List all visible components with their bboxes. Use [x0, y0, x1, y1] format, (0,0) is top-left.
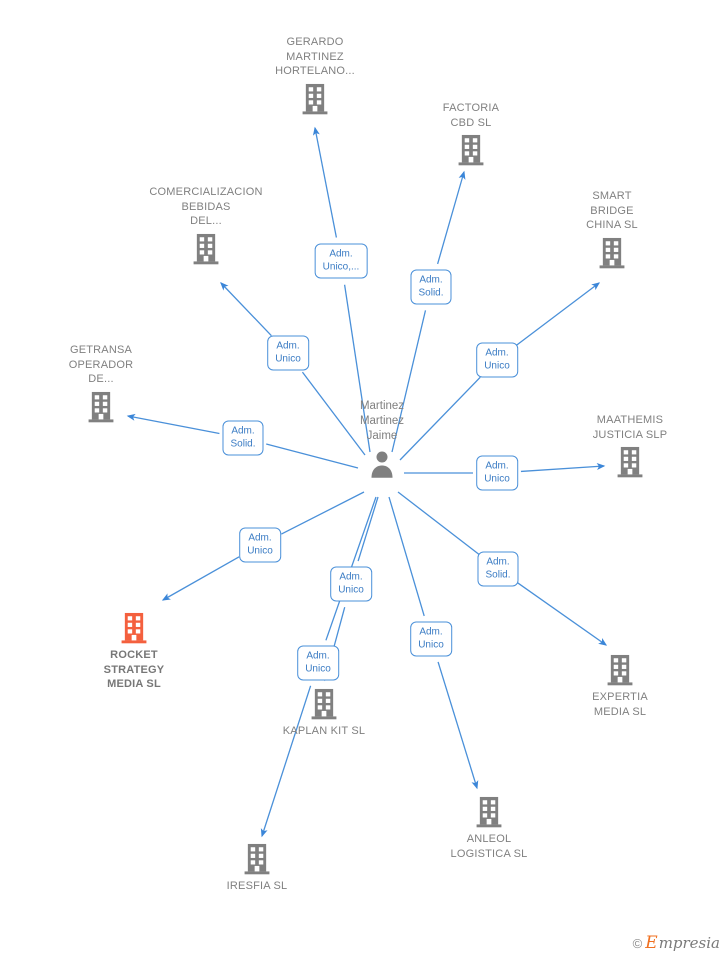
building-icon	[607, 654, 633, 686]
building-icon	[311, 688, 337, 720]
company-node-label: ANLEOL LOGISTICA SL	[450, 833, 528, 860]
company-node-gerardo-martinez-hortelano[interactable]: GERARDO MARTINEZ HORTELANO...	[240, 35, 390, 116]
edge-line	[436, 170, 466, 265]
edge-label-edge-iresfia[interactable]: Adm. Unico	[297, 645, 339, 681]
brand-initial: E	[645, 933, 658, 953]
edge-label-edge-smartbridge[interactable]: Adm. Unico	[476, 342, 518, 378]
edge-label-edge-anleol[interactable]: Adm. Unico	[410, 621, 452, 657]
edge-label-edge-getransa[interactable]: Adm. Solid.	[222, 420, 264, 456]
company-node-rocket-strategy-media-sl[interactable]: ROCKET STRATEGY MEDIA SL	[59, 611, 209, 692]
center-person-label: Martinez Martinez Jaime	[359, 400, 405, 442]
company-node-label: EXPERTIA MEDIA SL	[592, 691, 648, 718]
company-node-label: GETRANSA OPERADOR DE...	[68, 344, 134, 385]
building-icon	[476, 796, 502, 828]
edge-line	[343, 284, 371, 453]
company-node-icon-wrap	[472, 795, 506, 829]
company-node-kaplan-kit-sl[interactable]: KAPLAN KIT SL	[249, 687, 399, 739]
company-node-label: GERARDO MARTINEZ HORTELANO...	[275, 36, 355, 77]
company-node-label: KAPLAN KIT SL	[282, 725, 366, 737]
building-icon	[193, 233, 219, 264]
company-node-icon-wrap	[603, 653, 637, 687]
company-node-label: FACTORIA CBD SL	[442, 102, 500, 129]
edge-label-edge-comercializacion[interactable]: Adm. Unico	[267, 335, 309, 371]
edge-line	[520, 462, 606, 473]
company-node-icon-wrap	[240, 842, 274, 876]
building-icon	[458, 134, 484, 166]
center-person-node[interactable]: Martinez Martinez Jaime	[297, 399, 467, 479]
company-node-icon-wrap	[189, 232, 223, 266]
company-node-label: MAATHEMIS JUSTICIA SLP	[592, 414, 668, 441]
edge-line	[388, 496, 425, 617]
edge-label-edge-maathemis[interactable]: Adm. Unico	[476, 455, 518, 491]
edge-line	[281, 491, 365, 535]
company-node-maathemis-justicia-slp[interactable]: MAATHEMIS JUSTICIA SLP	[555, 413, 705, 479]
company-node-icon-wrap	[595, 236, 629, 270]
company-node-comercializacion-bebidas-del[interactable]: COMERCIALIZACION BEBIDAS DEL...	[131, 185, 281, 266]
company-node-icon-wrap	[298, 82, 332, 116]
building-icon	[121, 612, 147, 644]
edge-line	[312, 126, 338, 238]
edge-line	[260, 685, 312, 838]
edge-line	[437, 661, 479, 790]
company-node-factoria-cbd-sl[interactable]: FACTORIA CBD SL	[396, 101, 546, 167]
company-node-label: IRESFIA SL	[226, 880, 288, 892]
building-icon	[599, 237, 625, 268]
building-icon	[617, 446, 643, 478]
edge-line	[266, 443, 359, 469]
edge-label-edge-factoria[interactable]: Adm. Solid.	[410, 269, 452, 305]
company-node-expertia-media-sl[interactable]: EXPERTIA MEDIA SL	[545, 653, 695, 719]
edge-line	[161, 556, 240, 601]
company-node-iresfia-sl[interactable]: IRESFIA SL	[182, 842, 332, 894]
person-icon	[371, 451, 393, 478]
company-node-icon-wrap	[307, 687, 341, 721]
copyright-symbol: ©	[632, 936, 643, 951]
company-node-icon-wrap	[117, 611, 151, 645]
edge-line	[515, 282, 601, 347]
edge-line	[397, 491, 480, 555]
edge-line	[391, 310, 427, 453]
company-node-icon-wrap	[84, 390, 118, 424]
edge-line	[220, 282, 272, 337]
edge-label-edge-gerardo[interactable]: Adm. Unico,...	[314, 243, 368, 279]
company-node-label: COMERCIALIZACION BEBIDAS DEL...	[149, 186, 263, 227]
company-node-label: SMART BRIDGE CHINA SL	[586, 190, 638, 231]
watermark: © E mpresia	[633, 935, 720, 952]
company-node-label: ROCKET STRATEGY MEDIA SL	[103, 649, 165, 690]
company-node-icon-wrap	[613, 445, 647, 479]
edge-line	[357, 496, 379, 562]
brand-name: mpresia	[658, 934, 720, 952]
edge-line	[301, 371, 366, 456]
company-node-icon-wrap	[454, 133, 488, 167]
company-node-anleol-logistica-sl[interactable]: ANLEOL LOGISTICA SL	[414, 795, 564, 861]
company-node-smart-bridge-china-sl[interactable]: SMART BRIDGE CHINA SL	[537, 189, 687, 270]
edge-line	[517, 582, 608, 646]
edge-line	[399, 376, 481, 461]
edge-label-edge-expertia[interactable]: Adm. Solid.	[477, 551, 519, 587]
company-node-getransa-operador-de[interactable]: GETRANSA OPERADOR DE...	[26, 343, 176, 424]
building-icon	[244, 843, 270, 875]
edge-label-edge-rocket[interactable]: Adm. Unico	[239, 527, 281, 563]
edge-label-edge-kaplan[interactable]: Adm. Unico	[330, 566, 372, 602]
edge-line	[126, 413, 220, 435]
building-icon	[302, 83, 328, 114]
building-icon	[88, 391, 114, 422]
